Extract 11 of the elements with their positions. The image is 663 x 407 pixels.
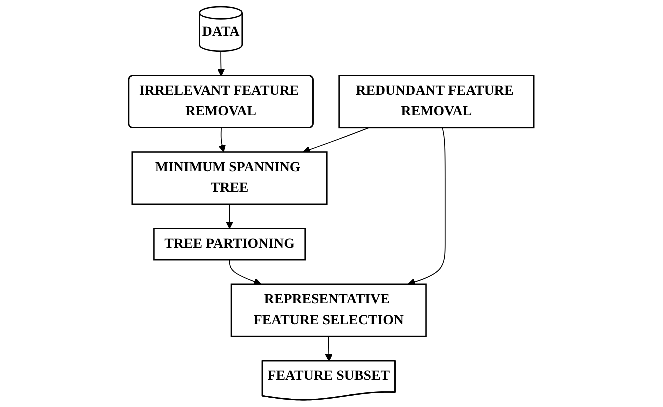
arrow [217,50,226,77]
arrow [408,127,446,286]
node-box: MINIMUM SPANNING TREE [132,152,328,206]
node-box: TREE PARTIONING [154,228,306,261]
arrow [226,204,234,230]
node-box: REPRESENTATIVE FEATURE SELECTION [230,284,427,338]
arrow [218,128,226,153]
arrow [325,336,333,362]
arrow [229,260,262,286]
node-box: REDUNDANT FEATURE REMOVAL [338,75,535,129]
arrow [302,127,370,154]
